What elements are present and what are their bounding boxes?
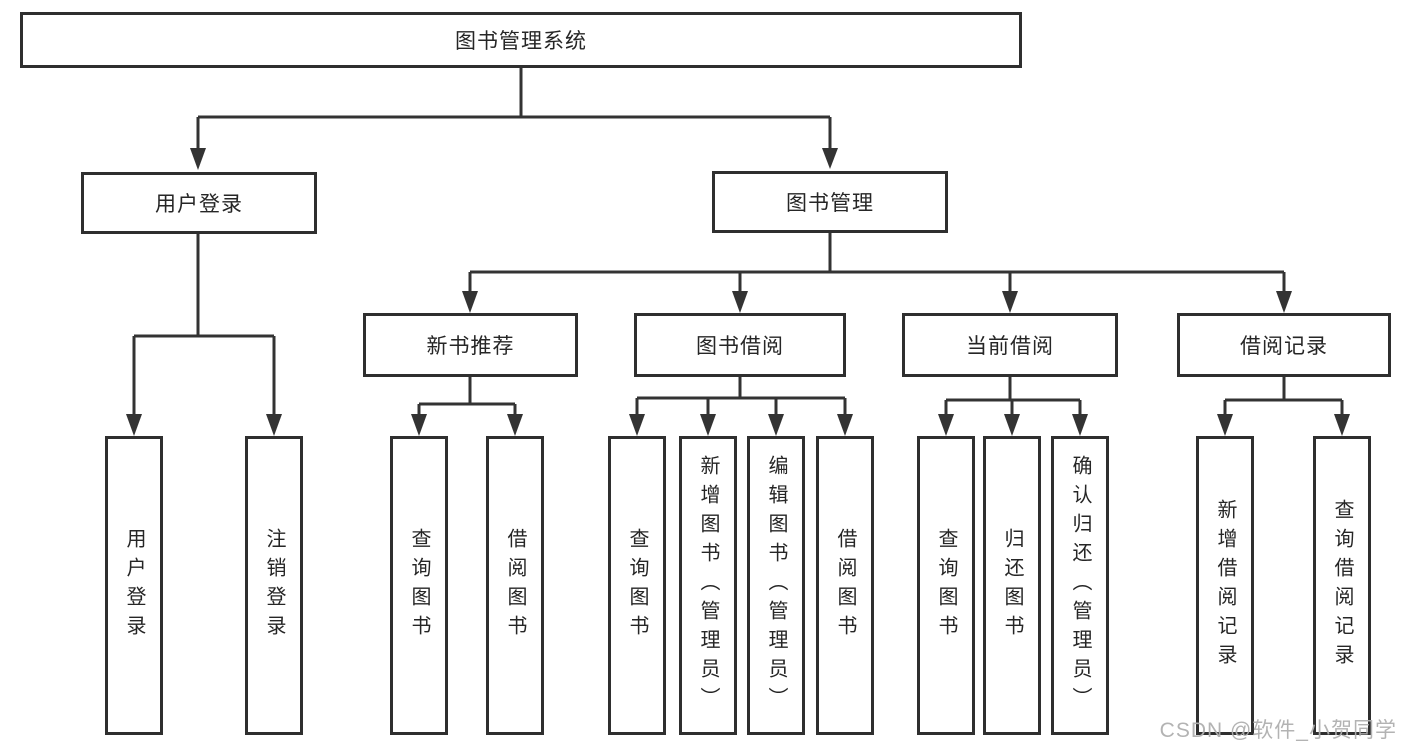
arrow-to-user-login	[190, 148, 206, 170]
edge-records-to-leaves	[1223, 377, 1344, 418]
edge-bookmgmt-to-level3	[468, 233, 1286, 293]
arrow-to-new-book	[462, 291, 478, 313]
leaf-current-confirm-return-admin: 确认归还（管理员）	[1051, 436, 1109, 735]
arrow-to-nb-borrow	[507, 414, 523, 436]
arrow-to-book-mgmt	[822, 148, 838, 169]
csdn-watermark: CSDN @软件_小贺同学	[1159, 719, 1397, 742]
node-borrow-records: 借阅记录	[1177, 313, 1391, 377]
arrow-to-bb-edit	[768, 414, 784, 436]
leaf-newbook-borrow-book: 借阅图书	[486, 436, 544, 735]
arrow-to-leaf-logout	[266, 414, 282, 436]
arrow-to-cb-query	[938, 414, 954, 436]
node-current-borrow: 当前借阅	[902, 313, 1118, 377]
leaf-current-query-book: 查询图书	[917, 436, 975, 735]
arrow-to-bb-add	[700, 414, 716, 436]
arrow-to-bb-query	[629, 414, 645, 436]
leaf-records-query-record: 查询借阅记录	[1313, 436, 1371, 735]
edge-currentborrow-to-leaves	[944, 377, 1082, 418]
node-book-management: 图书管理	[712, 171, 948, 233]
leaf-user-login: 用户登录	[105, 436, 163, 735]
leaf-current-return-book: 归还图书	[983, 436, 1041, 735]
arrow-to-cb-return	[1004, 414, 1020, 436]
edge-bookborrow-to-leaves	[635, 377, 847, 418]
node-book-borrow: 图书借阅	[634, 313, 846, 377]
leaf-borrow-edit-book-admin: 编辑图书（管理员）	[747, 436, 805, 735]
leaf-records-add-record: 新增借阅记录	[1196, 436, 1254, 735]
arrow-to-br-query	[1334, 414, 1350, 436]
leaf-borrow-add-book-admin: 新增图书（管理员）	[679, 436, 737, 735]
edge-newbook-to-leaves	[417, 377, 517, 418]
leaf-newbook-query-book: 查询图书	[390, 436, 448, 735]
arrow-to-br-add	[1217, 414, 1233, 436]
node-root-system: 图书管理系统	[20, 12, 1022, 68]
arrow-to-cb-confirm	[1072, 414, 1088, 436]
arrow-to-nb-query	[411, 414, 427, 436]
leaf-borrow-query-book: 查询图书	[608, 436, 666, 735]
edge-root-to-level2	[196, 68, 832, 150]
leaf-logout-login: 注销登录	[245, 436, 303, 735]
edge-userlogin-to-leaves	[132, 234, 276, 418]
node-new-book-recommend: 新书推荐	[363, 313, 578, 377]
arrow-to-leaf-login	[126, 414, 142, 436]
leaf-borrow-borrow-book: 借阅图书	[816, 436, 874, 735]
arrow-to-current-borrow	[1002, 291, 1018, 313]
arrow-to-book-borrow	[732, 291, 748, 313]
node-user-login: 用户登录	[81, 172, 317, 234]
arrow-to-bb-borrow	[837, 414, 853, 436]
arrow-to-records	[1276, 291, 1292, 313]
arrowheads	[126, 148, 1350, 436]
